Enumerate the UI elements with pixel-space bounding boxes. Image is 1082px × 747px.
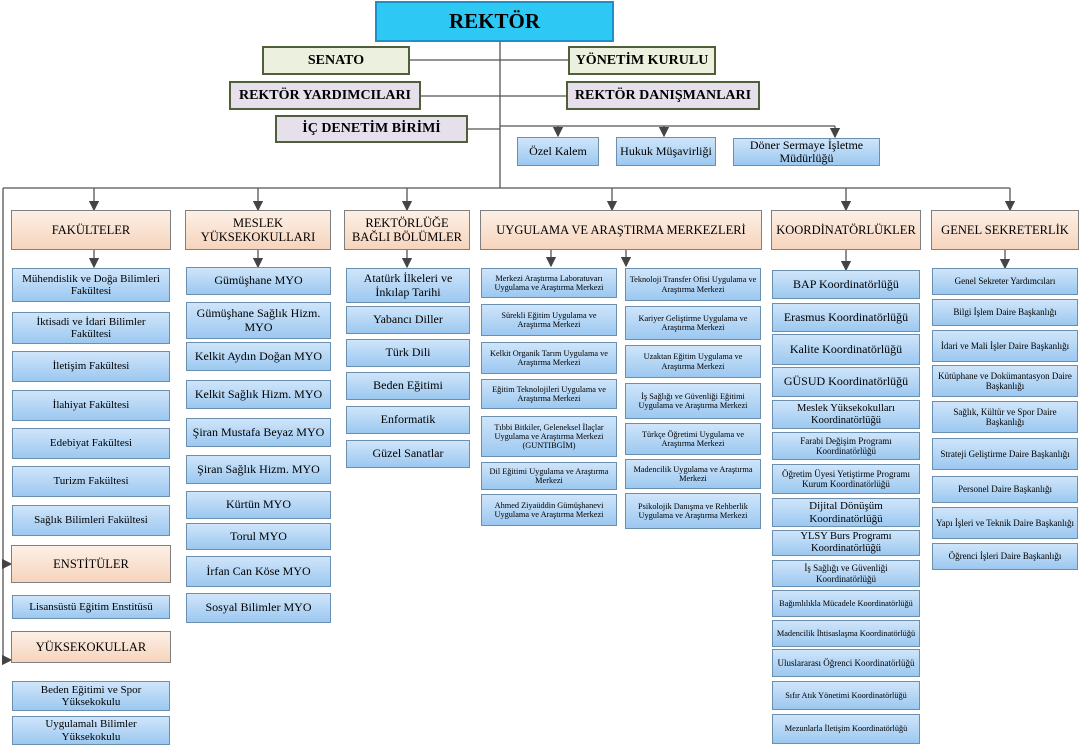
bolum-item: Türk Dili bbox=[346, 339, 470, 367]
bolum-item: Güzel Sanatlar bbox=[346, 440, 470, 468]
koordinatorluk-item: Mezunlarla İletişim Koordinatörlüğü bbox=[772, 714, 920, 744]
hukuk-box: Hukuk Müşavirliği bbox=[616, 137, 716, 166]
myo-item: İrfan Can Köse MYO bbox=[186, 556, 331, 587]
koordinatorluk-item: Meslek Yüksekokulları Koordinatörlüğü bbox=[772, 400, 920, 429]
fakulte-item: Sağlık Bilimleri Fakültesi bbox=[12, 505, 170, 536]
fakulte-item: Mühendislik ve Doğa Bilimleri Fakültesi bbox=[12, 268, 170, 302]
myo-item: Kelkit Aydın Doğan MYO bbox=[186, 342, 331, 371]
rektor-danismanlari-box: REKTÖR DANIŞMANLARI bbox=[566, 81, 760, 110]
bolumler-head: REKTÖRLÜĞE BAĞLI BÖLÜMLER bbox=[344, 210, 470, 250]
bolum-item: Yabancı Diller bbox=[346, 306, 470, 334]
fakulte-item: Edebiyat Fakültesi bbox=[12, 428, 170, 459]
merkez-item: Uzaktan Eğitim Uygulama ve Araştırma Mer… bbox=[625, 345, 761, 378]
myo-item: Şiran Sağlık Hizm. MYO bbox=[186, 455, 331, 484]
genel-sekreterlik-item: Personel Daire Başkanlığı bbox=[932, 476, 1078, 503]
myo-item: Şiran Mustafa Beyaz MYO bbox=[186, 418, 331, 447]
myo-item: Kürtün MYO bbox=[186, 491, 331, 519]
merkez-item: Kariyer Geliştirme Uygulama ve Araştırma… bbox=[625, 306, 761, 340]
genel-sekreterlik-item: Kütüphane ve Dokümantasyon Daire Başkanl… bbox=[932, 365, 1078, 397]
fakulte-item: Turizm Fakültesi bbox=[12, 466, 170, 497]
enstitu-item: Lisansüstü Eğitim Enstitüsü bbox=[12, 595, 170, 619]
yuksekokullar-head: YÜKSEKOKULLAR bbox=[11, 631, 171, 663]
bolum-item: Enformatik bbox=[346, 406, 470, 434]
koordinatorluk-item: Kalite Koordinatörlüğü bbox=[772, 334, 920, 365]
bolum-item: Beden Eğitimi bbox=[346, 372, 470, 400]
genel-sekreterlik-item: Strateji Geliştirme Daire Başkanlığı bbox=[932, 438, 1078, 470]
genel-sekreterlik-item: Bilgi İşlem Daire Başkanlığı bbox=[932, 299, 1078, 326]
rektor-box: REKTÖR bbox=[375, 1, 614, 42]
myo-item: Kelkit Sağlık Hizm. MYO bbox=[186, 380, 331, 409]
rektor-yardimcilari-box: REKTÖR YARDIMCILARI bbox=[229, 81, 421, 110]
bolum-item: Atatürk İlkeleri ve İnkılap Tarihi bbox=[346, 268, 470, 303]
koordinatorluk-item: Uluslararası Öğrenci Koordinatörlüğü bbox=[772, 649, 920, 677]
koordinatorluk-item: Sıfır Atık Yönetimi Koordinatörlüğü bbox=[772, 681, 920, 710]
fakulte-item: İktisadi ve İdari Bilimler Fakültesi bbox=[12, 312, 170, 344]
koordinatorluk-item: BAP Koordinatörlüğü bbox=[772, 270, 920, 299]
myo-item: Gümüşhane Sağlık Hizm. MYO bbox=[186, 302, 331, 339]
fakulte-item: İlahiyat Fakültesi bbox=[12, 390, 170, 421]
ic-denetim-box: İÇ DENETİM BİRİMİ bbox=[275, 115, 468, 143]
koordinatorluk-item: İş Sağlığı ve Güvenliği Koordinatörlüğü bbox=[772, 560, 920, 587]
merkez-item: Türkçe Öğretimi Uygulama ve Araştırma Me… bbox=[625, 423, 761, 455]
merkez-item: Kelkit Organik Tarım Uygulama ve Araştır… bbox=[481, 342, 617, 374]
merkez-item: Eğitim Teknolojileri Uygulama ve Araştır… bbox=[481, 379, 617, 409]
senato-box: SENATO bbox=[262, 46, 410, 75]
koordinatorluk-item: Erasmus Koordinatörlüğü bbox=[772, 303, 920, 332]
genel-sekreterlik-item: İdari ve Mali İşler Daire Başkanlığı bbox=[932, 330, 1078, 362]
merkez-item: Teknoloji Transfer Ofisi Uygulama ve Ara… bbox=[625, 268, 761, 301]
genel-sekreterlik-item: Sağlık, Kültür ve Spor Daire Başkanlığı bbox=[932, 401, 1078, 433]
merkez-item: Psikolojik Danışma ve Rehberlik Uygulama… bbox=[625, 493, 761, 529]
enstituler-head: ENSTİTÜLER bbox=[11, 545, 171, 583]
merkez-item: Dil Eğitimi Uygulama ve Araştırma Merkez… bbox=[481, 462, 617, 490]
doner-sermaye-box: Döner Sermaye İşletme Müdürlüğü bbox=[733, 138, 880, 166]
merkez-item: Merkezi Araştırma Laboratuvarı Uygulama … bbox=[481, 268, 617, 298]
koordinatorluk-item: Dijital Dönüşüm Koordinatörlüğü bbox=[772, 498, 920, 527]
koordinatorluk-item: Madencilik İhtisaslaşma Koordinatörlüğü bbox=[772, 620, 920, 647]
koordinatorlukler-head: KOORDİNATÖRLÜKLER bbox=[771, 210, 921, 250]
yuksekokul-item: Uygulamalı Bilimler Yüksekokulu bbox=[12, 716, 170, 745]
merkez-item: İş Sağlığı ve Güvenliği Eğitimi Uygulama… bbox=[625, 383, 761, 419]
genel-sekreterlik-item: Yapı İşleri ve Teknik Daire Başkanlığı bbox=[932, 507, 1078, 539]
merkez-item: Madencilik Uygulama ve Araştırma Merkezi bbox=[625, 459, 761, 489]
myo-item: Sosyal Bilimler MYO bbox=[186, 593, 331, 623]
merkez-item: Sürekli Eğitim Uygulama ve Araştırma Mer… bbox=[481, 304, 617, 336]
fakulteler-head: FAKÜLTELER bbox=[11, 210, 171, 250]
genel-sekreterlik-item: Öğrenci İşleri Daire Başkanlığı bbox=[932, 543, 1078, 570]
ozel-kalem-box: Özel Kalem bbox=[517, 137, 599, 166]
koordinatorluk-item: YLSY Burs Programı Koordinatörlüğü bbox=[772, 530, 920, 556]
genel-sekreterlik-item: Genel Sekreter Yardımcıları bbox=[932, 268, 1078, 295]
myo-head: MESLEK YÜKSEKOKULLARI bbox=[185, 210, 331, 250]
merkez-item: Tıbbi Bitkiler, Geleneksel İlaçlar Uygul… bbox=[481, 416, 617, 457]
koordinatorluk-item: Bağımlılıkla Mücadele Koordinatörlüğü bbox=[772, 590, 920, 617]
myo-item: Torul MYO bbox=[186, 523, 331, 550]
fakulte-item: İletişim Fakültesi bbox=[12, 351, 170, 382]
koordinatorluk-item: GÜSUD Koordinatörlüğü bbox=[772, 367, 920, 397]
yonetim-kurulu-box: YÖNETİM KURULU bbox=[568, 46, 716, 75]
myo-item: Gümüşhane MYO bbox=[186, 267, 331, 295]
koordinatorluk-item: Farabi Değişim Programı Koordinatörlüğü bbox=[772, 432, 920, 460]
genel-sekreterlik-head: GENEL SEKRETERLİK bbox=[931, 210, 1079, 250]
yuksekokul-item: Beden Eğitimi ve Spor Yüksekokulu bbox=[12, 681, 170, 711]
koordinatorluk-item: Öğretim Üyesi Yetiştirme Programı Kurum … bbox=[772, 464, 920, 494]
merkezler-head: UYGULAMA VE ARAŞTIRMA MERKEZLERİ bbox=[480, 210, 762, 250]
merkez-item: Ahmed Ziyaüddin Gümüşhanevi Uygulama ve … bbox=[481, 494, 617, 526]
